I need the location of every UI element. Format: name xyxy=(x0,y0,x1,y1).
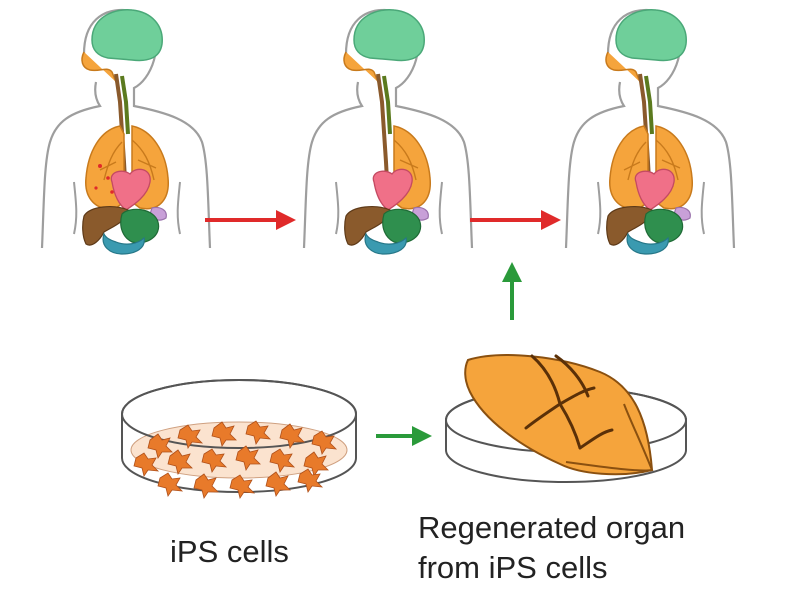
ips-cell-cluster xyxy=(133,420,338,499)
regenerated-organ-label: Regenerated organ from iPS cells xyxy=(418,508,685,588)
petri-dish-regenerated-organ xyxy=(445,354,687,483)
regenerated-organ-label-line1: Regenerated organ xyxy=(418,510,686,545)
body-figure-original xyxy=(40,7,212,255)
regenerated-lung xyxy=(464,354,654,476)
body-figure-restored xyxy=(564,7,736,255)
regenerated-organ-label-line2: from iPS cells xyxy=(418,550,608,585)
ips-cells-label: iPS cells xyxy=(170,534,289,569)
body-figure-damaged xyxy=(302,7,474,255)
petri-dish-ips-cells xyxy=(121,379,357,499)
